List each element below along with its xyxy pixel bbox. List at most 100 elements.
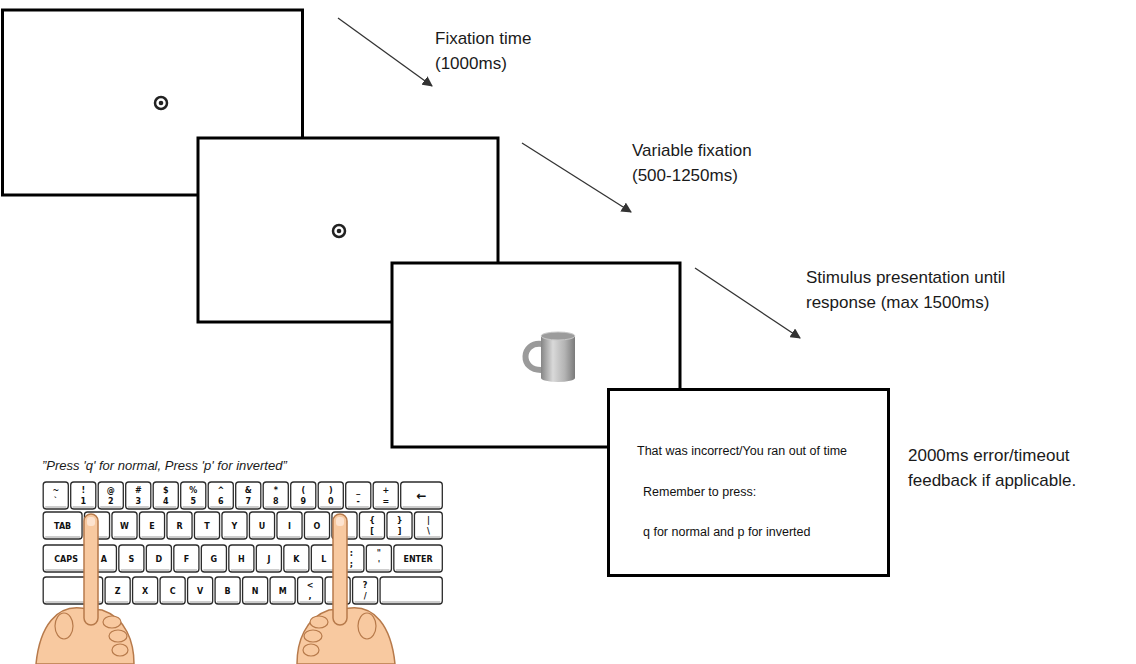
key-cap	[373, 482, 398, 509]
key-label: D	[156, 554, 163, 563]
feedback-text: q for normal and p for inverted	[643, 525, 810, 539]
key-label: 1	[80, 496, 86, 505]
feedback-screen: That was incorrect/You ran out of timeRe…	[607, 388, 890, 577]
key-label: E	[149, 521, 154, 530]
hand-knuckle	[112, 644, 128, 656]
timing-label: 2000ms error/timeout feedback if applica…	[908, 444, 1126, 493]
key-cap	[43, 512, 82, 539]
key-cap	[229, 545, 254, 572]
key-shade	[107, 601, 128, 603]
key-cap	[366, 545, 391, 572]
key-shade	[135, 601, 156, 603]
key-label: }	[397, 515, 403, 524]
key-cap	[215, 577, 240, 604]
key-cap	[284, 545, 309, 572]
sequence-arrow	[522, 143, 631, 212]
hand-knuckle	[310, 616, 328, 628]
right-hand	[297, 514, 395, 664]
key-label: U	[259, 521, 266, 530]
key-label: Z	[115, 586, 121, 595]
key-shade	[155, 506, 176, 508]
key-label: =	[382, 496, 389, 505]
key-label: TAB	[54, 521, 71, 530]
key-label: ;	[350, 559, 353, 568]
key-label: Y	[232, 521, 238, 530]
key-shade	[238, 506, 259, 508]
key-cap	[71, 482, 96, 509]
key-label: L	[321, 554, 326, 563]
key-label: (	[301, 485, 305, 494]
sequence-arrow	[695, 268, 800, 338]
key-cap	[181, 482, 206, 509]
key-label: S	[128, 554, 134, 563]
fixation-dot	[337, 229, 342, 234]
key-cap	[353, 577, 378, 604]
key-label: '	[378, 559, 380, 568]
key-label: M	[279, 586, 287, 595]
hand-thumb	[55, 613, 73, 639]
key-shade	[416, 536, 440, 538]
key-label: X	[142, 586, 148, 595]
key-cap	[291, 482, 316, 509]
key-shade	[183, 506, 204, 508]
key-label: A	[101, 554, 107, 563]
index-finger	[333, 514, 347, 625]
fixation-target	[155, 97, 167, 109]
key-label: R	[176, 521, 182, 530]
key-label: 7	[245, 496, 251, 505]
key-cap	[174, 545, 199, 572]
key-label: 0	[328, 496, 334, 505]
key-shade	[169, 536, 190, 538]
key-label: \	[427, 526, 430, 535]
timing-label: Variable fixation (500-1250ms)	[632, 139, 772, 188]
key-label: CAPS	[54, 554, 78, 563]
sequence-arrow	[338, 18, 432, 86]
key-label: K	[293, 554, 299, 563]
key-shade	[258, 569, 279, 571]
key-shade	[272, 601, 293, 603]
key-shade	[114, 536, 135, 538]
key-shade	[361, 536, 382, 538]
index-finger	[84, 514, 98, 625]
key-shade	[190, 601, 211, 603]
key-label: C	[170, 586, 176, 595]
key-cap	[263, 482, 288, 509]
key-label: ,	[309, 591, 312, 600]
hand-knuckle	[303, 644, 319, 656]
key-cap	[139, 512, 164, 539]
hand-knuckle	[103, 616, 121, 628]
key-shade	[148, 569, 169, 571]
key-shade	[231, 569, 252, 571]
key-label: J	[267, 554, 270, 563]
key-cap	[401, 482, 443, 509]
key-shade	[396, 569, 440, 571]
key-cap	[256, 545, 281, 572]
key-cap	[277, 512, 302, 539]
hand-thumb	[358, 613, 376, 639]
key-label: |	[427, 515, 430, 524]
mug-rim	[541, 332, 575, 340]
key-label: *	[274, 485, 278, 494]
timing-label: Fixation time (1000ms)	[435, 27, 565, 76]
key-label: T	[204, 521, 209, 530]
key-shade	[251, 536, 272, 538]
key-label: )	[329, 485, 333, 494]
left-hand	[36, 514, 134, 664]
key-label: F	[184, 554, 189, 563]
key-cap	[298, 577, 323, 604]
key-cap	[43, 545, 89, 572]
key-cap	[270, 577, 295, 604]
key-label: <	[307, 580, 314, 589]
key-cap	[243, 577, 268, 604]
key-shade	[176, 569, 197, 571]
key-label: $	[163, 485, 169, 494]
mug-base	[541, 374, 575, 382]
key-shade	[348, 506, 369, 508]
key-cap	[304, 512, 329, 539]
key-shade	[245, 601, 266, 603]
key-cap	[160, 577, 185, 604]
key-label: G	[211, 554, 218, 563]
key-shade	[128, 506, 149, 508]
